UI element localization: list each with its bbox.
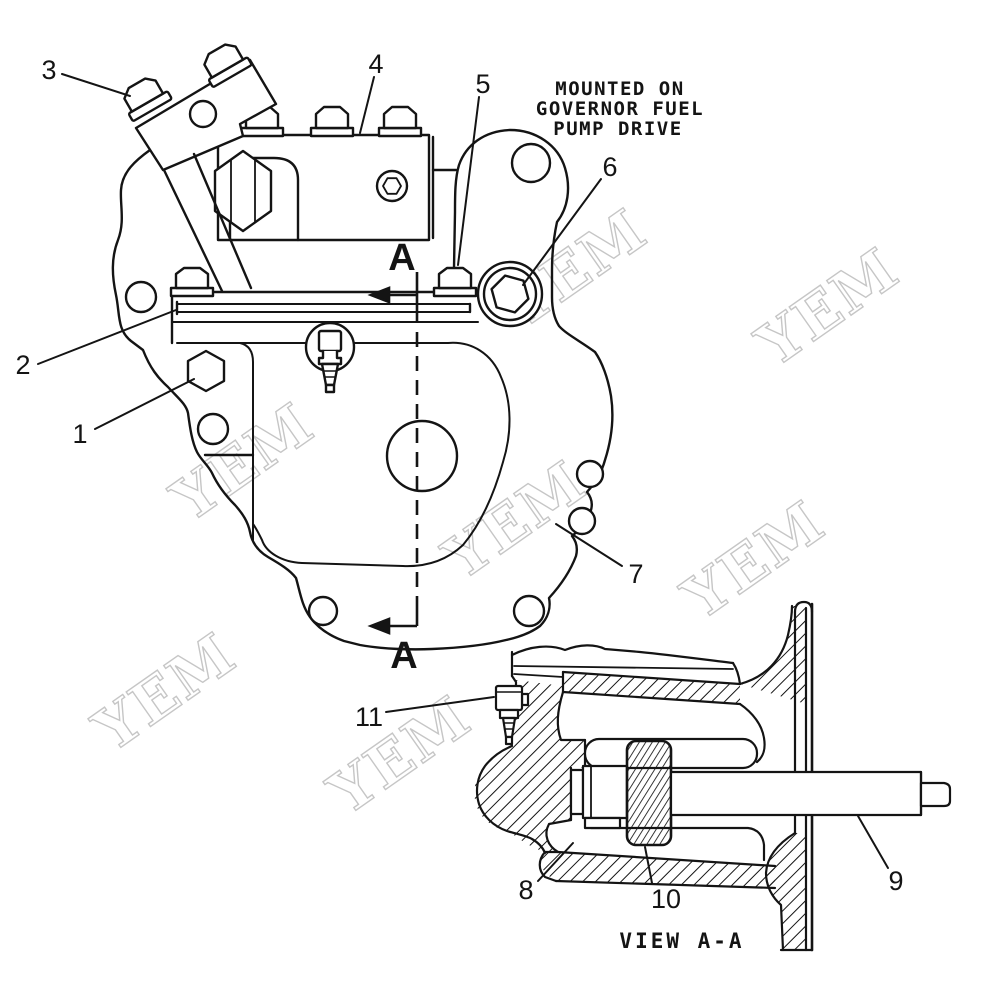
watermark-text: YEM [81, 619, 248, 765]
top-cover-plate [510, 644, 742, 686]
leader-lines [37, 73, 889, 884]
section-arrow-top [367, 286, 391, 304]
leader-line-2 [37, 309, 177, 365]
view-a-a-label: VIEW A-A [619, 929, 744, 953]
leader-line-11 [385, 696, 495, 713]
bracket-strut [162, 152, 253, 293]
section-letter-bottom: A [390, 635, 417, 677]
grease-fitting-front [304, 321, 356, 394]
mounted-note-line2: GOVERNOR FUEL [536, 98, 704, 120]
drive-gear [625, 739, 673, 847]
grease-fitting-section [494, 684, 530, 746]
hex-boss [476, 260, 544, 328]
large-hex-bolt [213, 149, 273, 233]
leader-line-3 [61, 73, 131, 97]
callout-4: 4 [368, 49, 383, 79]
callout-9: 9 [888, 866, 903, 896]
callout-labels: 3 4 5 6 2 1 7 11 8 10 9 [15, 49, 903, 914]
drive-shaft [669, 770, 952, 817]
leader-line-8 [537, 842, 574, 882]
mounted-note: MOUNTED ON GOVERNOR FUEL PUMP DRIVE [536, 78, 704, 140]
leader-line-5 [457, 96, 480, 266]
leader-line-4 [359, 76, 375, 134]
gear-hub [569, 764, 629, 830]
leader-line-10 [644, 846, 653, 884]
section-arrow-bottom [367, 617, 391, 635]
mounted-note-line3: PUMP DRIVE [553, 118, 682, 140]
section-view-a-a [474, 600, 952, 952]
callout-6: 6 [602, 152, 617, 182]
section-line-a-a [367, 272, 419, 635]
flange-bolts [169, 266, 478, 298]
bolt-holes [124, 142, 605, 628]
leader-line-7 [555, 523, 623, 567]
housing-outline [111, 128, 614, 651]
valve-block [213, 105, 458, 242]
callout-1: 1 [72, 419, 87, 449]
pump-housing-front-view [111, 43, 614, 651]
callout-7: 7 [628, 559, 643, 589]
watermark-text: YEM [316, 682, 483, 828]
section-letter-top: A [388, 237, 415, 279]
leader-line-9 [857, 815, 889, 869]
leader-line-6 [522, 178, 602, 286]
callout-5: 5 [475, 69, 490, 99]
callout-8: 8 [518, 875, 533, 905]
watermark-text: YEM [744, 234, 911, 380]
mounted-note-line1: MOUNTED ON [555, 78, 684, 100]
hex-plug [186, 349, 226, 393]
mounting-bracket [123, 43, 278, 293]
center-bore [385, 419, 459, 493]
leader-line-1 [94, 378, 195, 430]
callout-11: 11 [355, 702, 383, 732]
callout-10: 10 [651, 884, 681, 914]
block-top-bolts [239, 105, 423, 138]
rod-and-step-bar [170, 290, 481, 345]
callout-3: 3 [41, 55, 56, 85]
callout-2: 2 [15, 350, 30, 380]
